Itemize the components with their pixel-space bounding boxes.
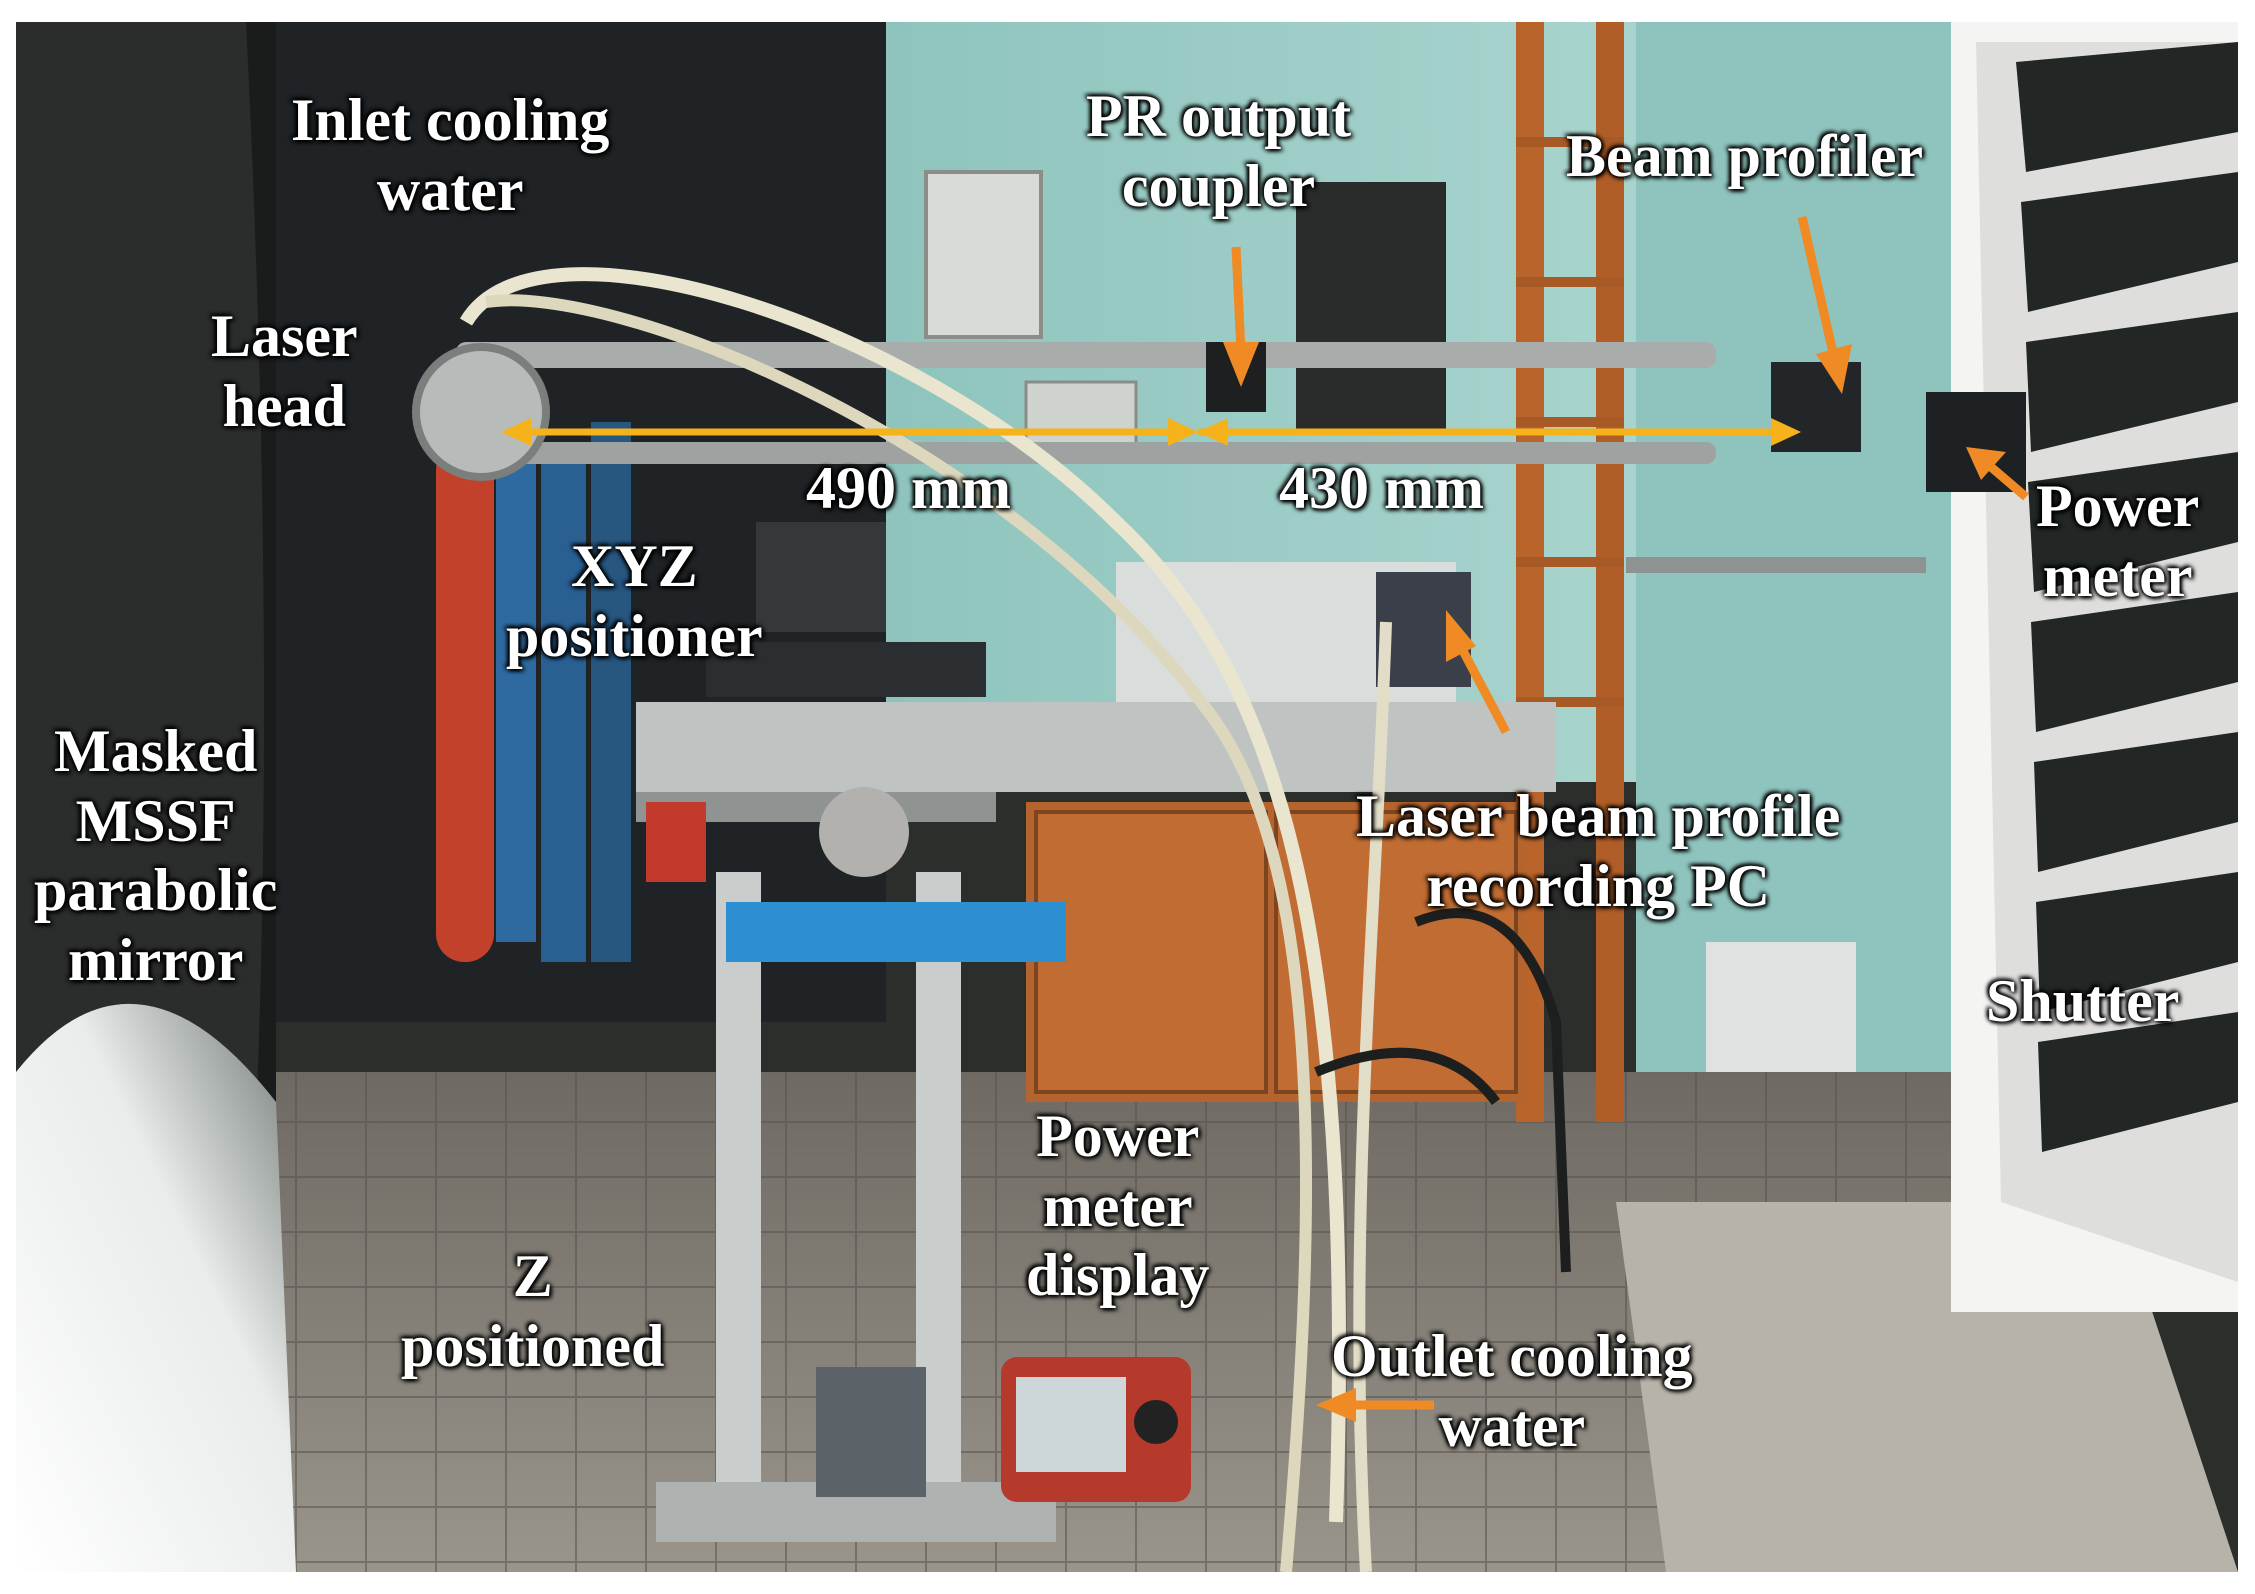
label-line: head xyxy=(222,372,346,439)
label-line: water xyxy=(376,156,524,223)
label-xyz-positioner: XYZ positioner xyxy=(506,532,763,671)
label-laser-beam-profile-pc: Laser beam profile recording PC xyxy=(1356,782,1840,921)
label-inlet-cooling-water: Inlet cooling water xyxy=(291,86,609,225)
lab-scene xyxy=(16,22,2238,1572)
label-laser-head: Laser head xyxy=(211,302,358,441)
label-power-meter: Power meter xyxy=(2036,472,2199,611)
label-line: Shutter xyxy=(1986,968,2180,1034)
label-line: Inlet cooling xyxy=(291,87,610,153)
label-line: Laser xyxy=(211,303,358,369)
label-pr-output-coupler: PR output coupler xyxy=(1086,82,1351,221)
label-line: water xyxy=(1438,1392,1586,1459)
label-line: positioned xyxy=(401,1312,665,1379)
dimension-lines xyxy=(501,418,1801,446)
label-line: meter xyxy=(1042,1172,1193,1239)
arrowhead-left-430 xyxy=(1198,418,1228,446)
label-line: Z xyxy=(512,1243,553,1309)
label-line: Outlet cooling xyxy=(1331,1323,1693,1389)
label-outlet-cooling-water: Outlet cooling water xyxy=(1331,1322,1693,1461)
arrow-outlet-water xyxy=(1316,1388,1434,1422)
label-line: MSSF xyxy=(75,787,236,854)
label-line: Beam profiler xyxy=(1566,123,1924,189)
label-line: display xyxy=(1026,1242,1210,1309)
label-beam-profiler: Beam profiler xyxy=(1566,122,1923,192)
arrow-beam-profiler xyxy=(1797,215,1852,394)
label-line: mirror xyxy=(67,926,244,993)
lab-photo: Inlet cooling water PR output coupler Be… xyxy=(16,22,2238,1572)
arrowhead-right-430 xyxy=(1771,418,1801,446)
label-line: 490 mm xyxy=(806,455,1011,521)
label-z-positioned: Z positioned xyxy=(401,1242,664,1381)
label-dim-490: 490 mm xyxy=(806,454,1011,524)
label-line: Power xyxy=(1036,1103,1200,1169)
label-line: positioner xyxy=(506,602,763,669)
label-line: Masked xyxy=(53,718,258,784)
label-line: Laser beam profile xyxy=(1356,783,1841,849)
label-masked-mssf-mirror: Masked MSSF parabolic mirror xyxy=(34,717,277,995)
arrow-recording-pc xyxy=(1446,610,1510,735)
arrowhead-left-490 xyxy=(501,418,531,446)
label-line: parabolic xyxy=(34,857,278,924)
label-dim-430: 430 mm xyxy=(1279,454,1484,524)
label-line: coupler xyxy=(1121,152,1316,219)
label-line: recording PC xyxy=(1426,852,1771,919)
label-shutter: Shutter xyxy=(1986,967,2179,1037)
arrowhead-right-490 xyxy=(1168,418,1198,446)
label-line: Power xyxy=(2036,473,2200,539)
label-line: 430 mm xyxy=(1279,455,1484,521)
label-line: XYZ xyxy=(570,533,698,599)
label-line: meter xyxy=(2042,542,2193,609)
label-power-meter-display: Power meter display xyxy=(1026,1102,1209,1311)
label-line: PR output xyxy=(1086,83,1352,149)
annotation-arrows xyxy=(1223,215,2029,1422)
arrow-power-meter xyxy=(1966,447,2029,501)
arrow-output-coupler xyxy=(1223,246,1259,387)
